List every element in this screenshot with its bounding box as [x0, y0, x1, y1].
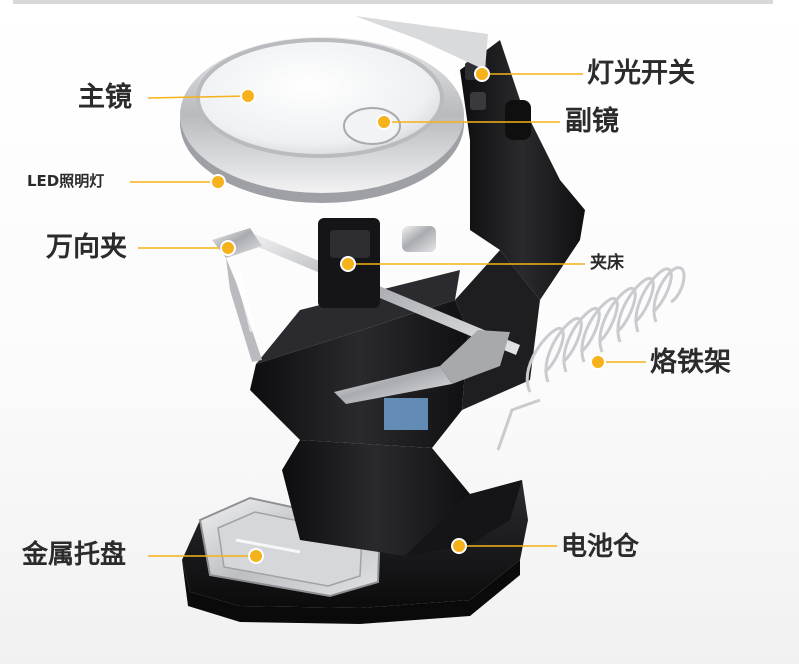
- callout-lines: [130, 73, 646, 557]
- magnifier-lens: [180, 16, 488, 203]
- top-divider: [13, 0, 773, 4]
- soldering-holder-label: 烙铁架: [650, 347, 731, 378]
- main-body: [250, 250, 540, 556]
- led-light-label: LED照明灯: [27, 172, 105, 190]
- light-switch-label: 灯光开关: [587, 58, 695, 89]
- universal-clamp-label: 万向夹: [46, 232, 127, 263]
- soldering-iron-holder: [496, 266, 686, 451]
- battery-compartment-label: 电池仓: [561, 532, 640, 562]
- main-lens-label: 主镜: [78, 82, 132, 113]
- metal-tray-label: 金属托盘: [22, 540, 127, 570]
- secondary-lens-label: 副镜: [565, 106, 619, 137]
- callout-dots: [210, 66, 606, 564]
- vise-label: 夹床: [590, 253, 624, 273]
